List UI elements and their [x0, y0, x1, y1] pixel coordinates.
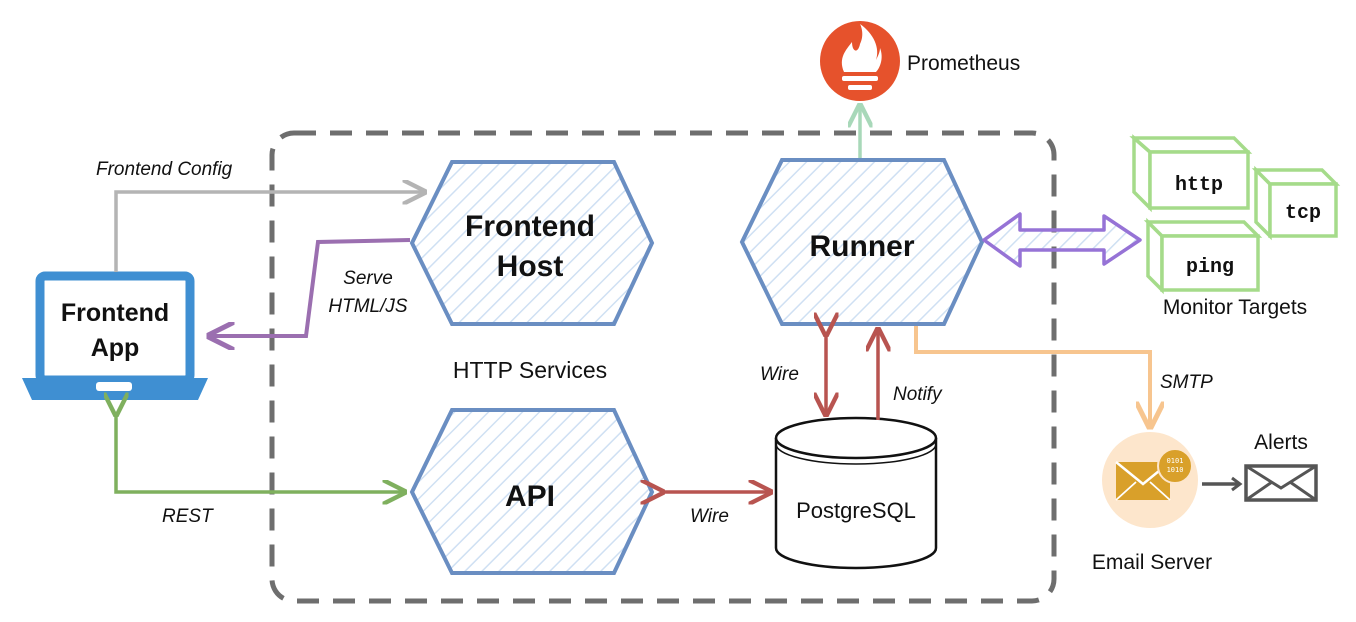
laptop-icon: [35, 271, 195, 385]
http-services-label: HTTP Services: [453, 357, 607, 383]
wire-label-runner-db: Wire: [760, 364, 799, 385]
serve-label-line2: HTML/JS: [328, 296, 408, 317]
frontend-config-arrow: [114, 192, 422, 272]
alerts-node[interactable]: Alerts: [1244, 431, 1318, 502]
frontend-app-label-line1: Frontend: [61, 299, 169, 327]
monitor-targets-label: Monitor Targets: [1163, 296, 1307, 319]
svg-text:1010: 1010: [1167, 466, 1184, 474]
runner-node[interactable]: Runner: [739, 158, 985, 326]
wire-label-api-db: Wire: [690, 506, 729, 527]
runner-label: Runner: [810, 230, 915, 263]
target-http[interactable]: http: [1129, 134, 1253, 213]
monitor-targets-arrow: [982, 212, 1142, 268]
rest-arrow: [116, 412, 402, 492]
prometheus-node[interactable]: Prometheus: [820, 21, 1020, 101]
serve-label-line1: Serve: [343, 268, 393, 289]
target-tcp-label: tcp: [1285, 202, 1321, 225]
svg-text:0101: 0101: [1167, 457, 1184, 465]
serve-html-arrow: [212, 238, 411, 336]
postgres-node[interactable]: PostgreSQL: [774, 416, 938, 570]
cylinder-icon: [774, 438, 938, 570]
frontend-host-label-line2: Host: [497, 250, 564, 283]
email-server-label: Email Server: [1092, 551, 1212, 574]
email-server-node[interactable]: 0101 1010 Email Server: [1092, 432, 1212, 574]
frontend-app-label-line2: App: [91, 334, 140, 362]
frontend-host-node[interactable]: Frontend Host: [409, 160, 655, 326]
smtp-arrow: [914, 326, 1150, 424]
api-node[interactable]: API: [409, 408, 655, 575]
smtp-label: SMTP: [1160, 372, 1213, 393]
notify-label: Notify: [893, 384, 943, 405]
prometheus-label: Prometheus: [907, 52, 1020, 75]
frontend-host-label-line1: Frontend: [465, 210, 595, 243]
rest-label: REST: [162, 506, 214, 527]
target-http-label: http: [1175, 174, 1223, 197]
postgres-label: PostgreSQL: [796, 498, 916, 523]
target-tcp[interactable]: tcp: [1251, 165, 1341, 241]
api-label: API: [505, 480, 555, 513]
target-ping-label: ping: [1186, 256, 1234, 279]
alerts-label: Alerts: [1254, 431, 1308, 454]
target-ping[interactable]: ping: [1143, 217, 1263, 295]
frontend-config-label: Frontend Config: [96, 159, 233, 180]
frontend-app-node[interactable]: Frontend App: [22, 271, 208, 400]
http-services-group: [269, 130, 1057, 604]
